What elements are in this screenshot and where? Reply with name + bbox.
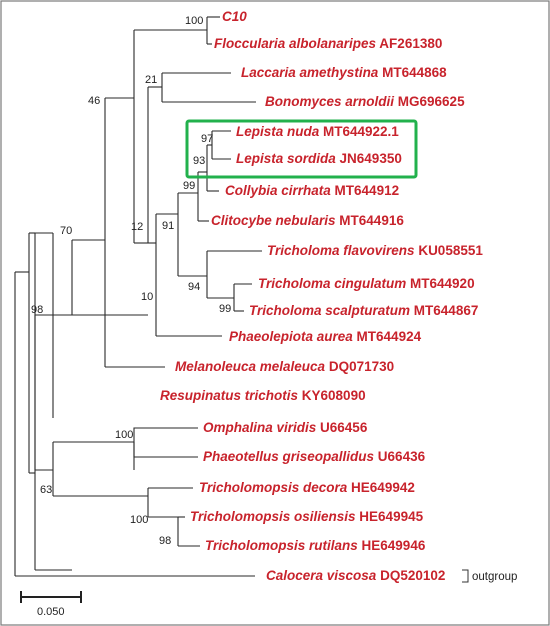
bootstrap-value: 46: [88, 95, 100, 107]
taxon-accession-laccaria: MT644868: [378, 65, 447, 80]
taxon-accession-tricholomopsis-decora: HE649942: [347, 480, 415, 495]
outgroup-label: outgroup: [472, 571, 517, 583]
taxon-label-tricholoma-scalpturatum: Tricholoma scalpturatum MT644867: [249, 303, 478, 318]
taxon-label-tricholomopsis-rutilans: Tricholomopsis rutilans HE649946: [205, 538, 426, 553]
taxon-label-tricholomopsis-decora: Tricholomopsis decora HE649942: [199, 480, 415, 495]
taxon-species-lepista-nuda: Lepista nuda: [236, 124, 320, 139]
taxon-accession-tricholomopsis-osiliensis: HE649945: [356, 509, 424, 524]
taxon-species-tricholomopsis-osiliensis: Tricholomopsis osiliensis: [190, 509, 356, 524]
bootstrap-value: 21: [145, 74, 157, 86]
taxon-accession-lepista-sordida: JN649350: [336, 151, 402, 166]
bootstrap-value: 99: [219, 303, 231, 315]
lepista-highlight-box: [185, 119, 418, 179]
taxon-species-melanoleuca: Melanoleuca melaleuca: [175, 359, 326, 374]
taxon-species-tricholomopsis-rutilans: Tricholomopsis rutilans: [205, 538, 358, 553]
taxon-species-floccularia: Floccularia albolanaripes: [214, 36, 377, 51]
taxon-species-resupinatus: Resupinatus trichotis: [160, 388, 299, 403]
taxon-species-omphalina: Omphalina viridis: [203, 420, 317, 435]
taxon-label-floccularia: Floccularia albolanaripes AF261380: [214, 36, 442, 51]
taxon-label-bonomyces: Bonomyces arnoldii MG696625: [265, 94, 465, 109]
taxon-label-clitocybe: Clitocybe nebularis MT644916: [211, 213, 404, 228]
taxon-accession-calocera: DQ520102: [376, 568, 445, 583]
bootstrap-value: 10: [141, 291, 153, 303]
taxon-species-tricholoma-flavovirens: Tricholoma flavovirens: [267, 243, 415, 258]
taxon-species-laccaria: Laccaria amethystina: [241, 65, 379, 80]
taxon-label-resupinatus: Resupinatus trichotis KY608090: [160, 388, 366, 403]
taxon-label-collybia: Collybia cirrhata MT644912: [225, 183, 399, 198]
taxon-label-melanoleuca: Melanoleuca melaleuca DQ071730: [175, 359, 394, 374]
bootstrap-value: 100: [185, 15, 203, 27]
bootstrap-value: 94: [188, 281, 200, 293]
taxon-accession-phaeolepiota: MT644924: [353, 329, 422, 344]
taxon-species-bonomyces: Bonomyces arnoldii: [265, 94, 394, 109]
taxon-label-calocera: Calocera viscosa DQ520102: [266, 568, 445, 583]
taxon-label-phaeotellus: Phaeotellus griseopallidus U66436: [203, 449, 426, 464]
taxon-accession-clitocybe: MT644916: [336, 213, 405, 228]
taxon-accession-tricholoma-cingulatum: MT644920: [406, 276, 474, 291]
taxon-accession-phaeotellus: U66436: [374, 449, 426, 464]
taxon-accession-tricholoma-scalpturatum: MT644867: [410, 303, 478, 318]
taxon-label-lepista-nuda: Lepista nuda MT644922.1: [236, 124, 399, 139]
taxon-label-c10: C10: [222, 9, 247, 24]
taxon-label-laccaria: Laccaria amethystina MT644868: [241, 65, 447, 80]
bootstrap-values: 100 21 46 97 93 12 99 91 70 94 99 10 98 100 63 100 98: [31, 15, 231, 547]
outgroup-annotation: outgroup: [462, 569, 517, 583]
taxon-species-collybia: Collybia cirrhata: [225, 183, 331, 198]
bootstrap-value: 93: [193, 155, 205, 167]
taxon-species-clitocybe: Clitocybe nebularis: [211, 213, 336, 228]
taxon-accession-melanoleuca: DQ071730: [325, 359, 394, 374]
taxon-species-tricholomopsis-decora: Tricholomopsis decora: [199, 480, 348, 495]
tree-branches: [14, 16, 262, 577]
taxon-species-tricholoma-scalpturatum: Tricholoma scalpturatum: [249, 303, 410, 318]
bootstrap-value: 91: [162, 220, 174, 232]
bootstrap-value: 100: [130, 514, 148, 526]
bootstrap-value: 100: [115, 429, 133, 441]
taxon-label-tricholoma-flavovirens: Tricholoma flavovirens KU058551: [267, 243, 483, 258]
outgroup-bracket: [462, 569, 469, 583]
bootstrap-value: 70: [60, 225, 72, 237]
taxon-accession-omphalina: U66456: [316, 420, 368, 435]
taxon-label-phaeolepiota: Phaeolepiota aurea MT644924: [229, 329, 422, 344]
taxon-species-phaeolepiota: Phaeolepiota aurea: [229, 329, 353, 344]
bootstrap-value: 97: [201, 133, 213, 145]
taxon-accession-resupinatus: KY608090: [298, 388, 366, 403]
branch-phaeotellus-tip: [133, 442, 198, 458]
taxon-species-c10: C10: [222, 9, 247, 24]
bootstrap-value: 98: [159, 535, 171, 547]
scale-bar-label: 0.050: [37, 606, 65, 618]
bootstrap-value: 63: [40, 484, 52, 496]
taxon-accession-floccularia: AF261380: [376, 36, 442, 51]
bootstrap-value: 98: [31, 304, 43, 316]
taxon-species-lepista-sordida: Lepista sordida: [236, 151, 336, 166]
bootstrap-value: 99: [183, 180, 195, 192]
taxon-accession-tricholoma-flavovirens: KU058551: [415, 243, 484, 258]
taxon-species-phaeotellus: Phaeotellus griseopallidus: [203, 449, 375, 464]
taxon-accession-tricholomopsis-rutilans: HE649946: [358, 538, 426, 553]
taxon-label-tricholoma-cingulatum: Tricholoma cingulatum MT644920: [258, 276, 475, 291]
taxon-accession-collybia: MT644912: [331, 183, 399, 198]
taxon-species-calocera: Calocera viscosa: [266, 568, 377, 583]
taxon-accession-lepista-nuda: MT644922.1: [319, 124, 399, 139]
taxon-accession-bonomyces: MG696625: [394, 94, 465, 109]
taxon-label-omphalina: Omphalina viridis U66456: [203, 420, 368, 435]
taxon-species-tricholoma-cingulatum: Tricholoma cingulatum: [258, 276, 406, 291]
taxon-label-tricholomopsis-osiliensis: Tricholomopsis osiliensis HE649945: [190, 509, 424, 524]
branch-omphalina-tip: [133, 427, 198, 442]
taxon-label-lepista-sordida: Lepista sordida JN649350: [236, 151, 402, 166]
bootstrap-value: 12: [131, 221, 143, 233]
scale-bar: 0.050: [20, 591, 82, 618]
